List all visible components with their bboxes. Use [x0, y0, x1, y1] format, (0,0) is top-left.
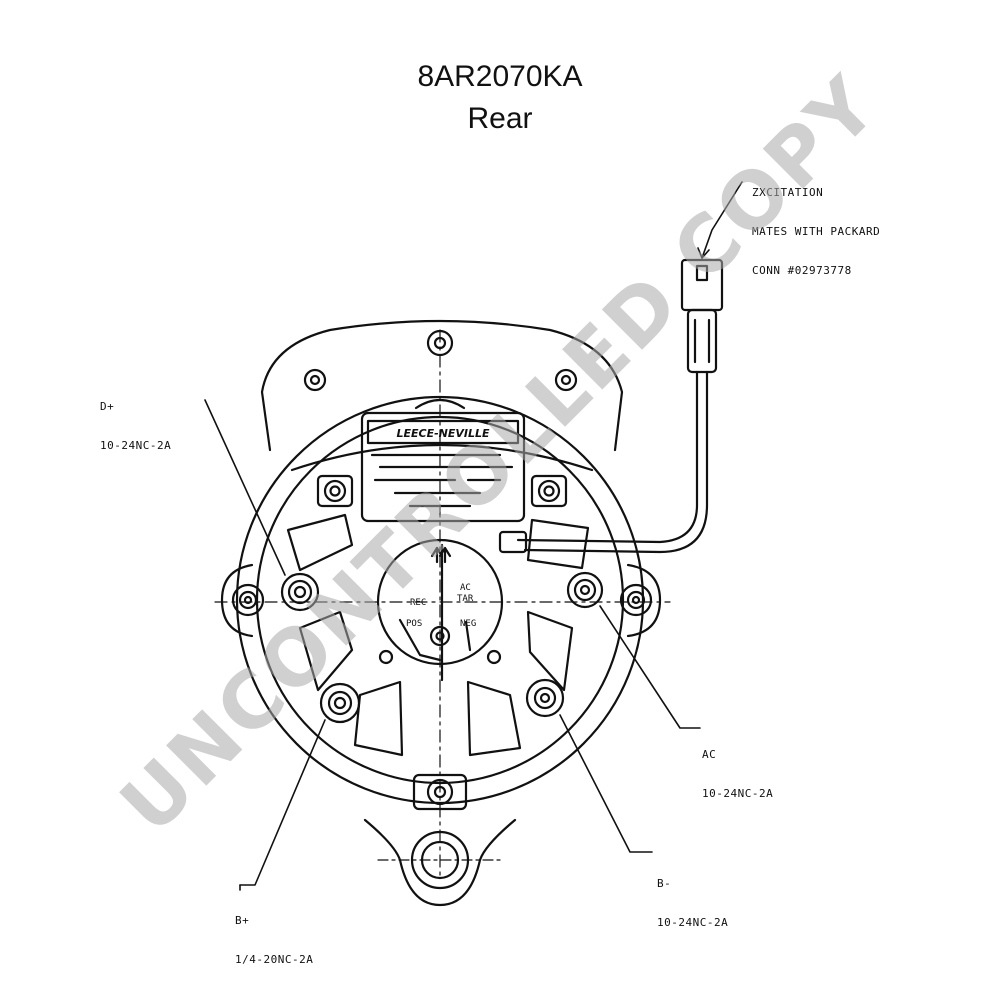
bottom-bolt	[426, 778, 454, 806]
regulator-screw-left	[323, 479, 347, 503]
callout-b-minus-name: B-	[657, 877, 672, 890]
excitation-wire	[516, 370, 699, 544]
callout-b-plus-thread: 1/4-20NC-2A	[235, 953, 314, 966]
callout-b-minus-thread: 10-24NC-2A	[657, 916, 729, 929]
center-terminal	[429, 625, 451, 647]
terminal-label-tar: TAR	[457, 594, 474, 604]
left-mount-bolt	[231, 583, 265, 617]
callout-ac-thread: 10-24NC-2A	[702, 787, 774, 800]
callout-b-plus-name: B+	[235, 914, 250, 927]
page-title: 8AR2070KA	[417, 60, 583, 93]
callout-excitation-line2: MATES WITH PACKARD	[752, 225, 881, 238]
bottom-mounting-ear	[363, 818, 517, 907]
top-mounting-ear	[260, 319, 624, 452]
top-ear-hole-center	[426, 329, 454, 357]
callout-d-plus-thread: 10-24NC-2A	[100, 439, 172, 452]
top-ear-hole-left	[303, 368, 327, 392]
b-minus-stud	[525, 678, 565, 718]
callout-ac: AC 10-24NC-2A	[702, 722, 773, 813]
terminal-label-ac: AC	[460, 583, 471, 593]
ac-stud	[566, 571, 604, 609]
leader-d-plus	[204, 399, 286, 576]
regulator-housing	[360, 411, 526, 523]
right-mount-bolt	[619, 583, 653, 617]
leader-b-plus	[239, 719, 326, 886]
terminal-label-rec: REC	[410, 598, 426, 608]
vent-slot	[298, 610, 354, 692]
vent-slot	[466, 680, 522, 757]
leader-ac	[599, 605, 701, 729]
callout-excitation-line3: CONN #02973778	[752, 264, 852, 277]
callout-b-minus: B- 10-24NC-2A	[657, 851, 728, 942]
leader-b-minus	[559, 714, 653, 853]
page-subtitle: Rear	[467, 102, 533, 135]
terminal-label-pos: POS	[406, 619, 422, 629]
left-boss	[220, 563, 254, 638]
callout-b-plus: B+ 1/4-20NC-2A	[235, 888, 313, 979]
terminal-hub	[376, 538, 504, 666]
callout-excitation-line1: ZXCITATION	[752, 186, 824, 199]
callout-ac-name: AC	[702, 748, 717, 761]
d-plus-stud	[280, 572, 320, 612]
leader-excitation	[701, 181, 743, 259]
vent-slot	[526, 518, 590, 570]
right-boss	[626, 563, 662, 638]
b-plus-stud	[319, 682, 361, 724]
callout-excitation: ZXCITATION MATES WITH PACKARD CONN #0297…	[752, 160, 880, 290]
vent-slot	[526, 610, 574, 692]
brand-plate-text: LEECE-NEVILLE	[396, 427, 490, 440]
vent-slot	[286, 513, 354, 572]
regulator-screw-right	[537, 479, 561, 503]
callout-d-plus-name: D+	[100, 400, 115, 413]
top-ear-hole-right	[554, 368, 578, 392]
vent-slot	[353, 680, 404, 757]
terminal-label-neg: NEG	[460, 619, 476, 629]
callout-d-plus: D+ 10-24NC-2A	[100, 374, 171, 465]
packard-connector	[680, 258, 724, 312]
brand-plate	[366, 419, 520, 445]
